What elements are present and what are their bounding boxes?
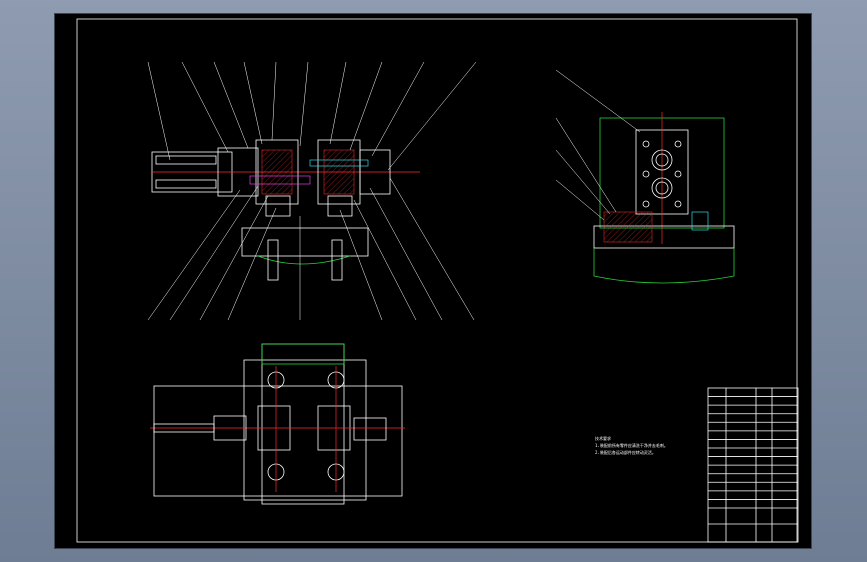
front-section-view bbox=[147, 61, 477, 321]
side-view bbox=[555, 69, 735, 284]
technical-notes: 技术要求 1.装配前所有零件应清洗干净并去毛刺。 2.装配后各运动部件应转动灵活… bbox=[595, 435, 668, 455]
top-view bbox=[150, 343, 405, 505]
note-title: 技术要求 bbox=[595, 435, 611, 441]
drawing-border bbox=[76, 18, 798, 543]
title-block bbox=[707, 387, 799, 543]
note-line-1: 1.装配前所有零件应清洗干净并去毛刺。 bbox=[595, 442, 668, 448]
drawing-sheet bbox=[55, 14, 811, 548]
note-line-2: 2.装配后各运动部件应转动灵活。 bbox=[595, 449, 656, 455]
